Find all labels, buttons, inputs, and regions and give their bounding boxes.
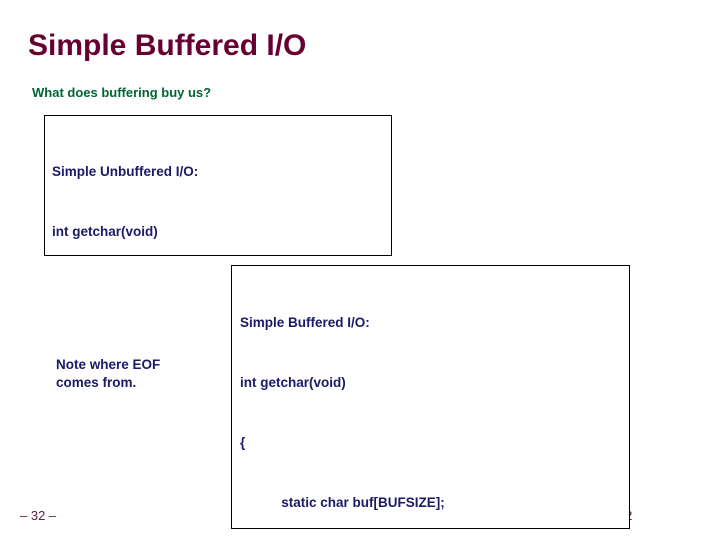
annotation-note: Note where EOF comes from. bbox=[56, 356, 206, 392]
code-box-buffered: Simple Buffered I/O: int getchar(void) {… bbox=[231, 265, 630, 529]
page-number: – 32 – bbox=[20, 508, 57, 523]
code-line: static char buf[BUFSIZE]; bbox=[240, 495, 445, 510]
code-line: Simple Buffered I/O: bbox=[240, 315, 370, 330]
code-line: { bbox=[240, 435, 246, 450]
page-title: Simple Buffered I/O bbox=[28, 29, 307, 62]
code-line: int getchar(void) bbox=[52, 224, 158, 239]
annotation-note-line-1: Note where EOF bbox=[56, 357, 161, 372]
annotation-note-line-2: comes from. bbox=[56, 375, 137, 390]
code-line: int getchar(void) bbox=[240, 375, 346, 390]
code-line: Simple Unbuffered I/O: bbox=[52, 164, 199, 179]
code-box-unbuffered: Simple Unbuffered I/O: int getchar(void)… bbox=[44, 115, 392, 256]
slide-subtitle: What does buffering buy us? bbox=[32, 85, 212, 100]
